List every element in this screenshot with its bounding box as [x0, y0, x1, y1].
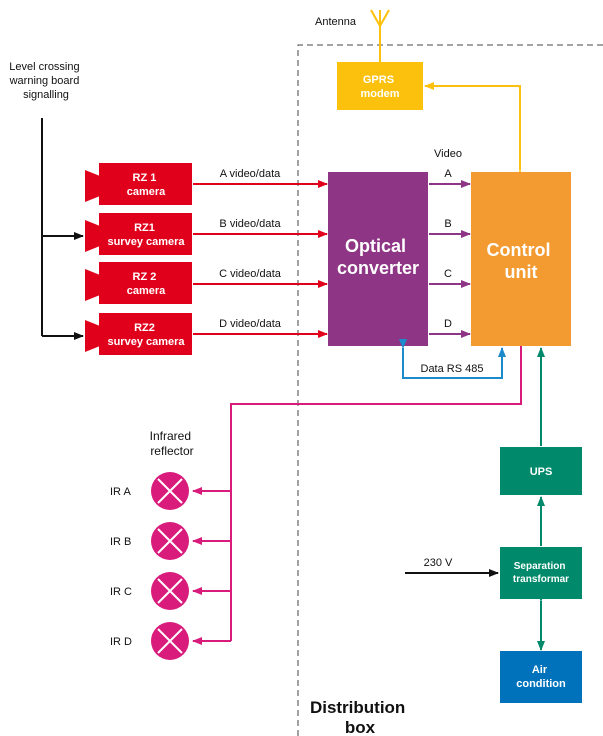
video-port-c: C	[444, 268, 452, 280]
level-crossing-label-line1: Level crossing	[9, 61, 79, 73]
camera-rz2-survey-label-line2: survey camera	[107, 336, 185, 348]
svg-text:RZ1 survey camera: RZ1 survey camera	[107, 222, 185, 248]
camera-links	[193, 180, 328, 338]
video-label: Video	[434, 148, 462, 160]
camera-rz2-label-line1: RZ 2	[133, 271, 157, 283]
camera-icon	[85, 269, 100, 301]
optical-converter-label-line2: converter	[337, 258, 419, 278]
optical-converter-label-line1: Optical	[345, 236, 406, 256]
air-condition-label-line2: condition	[516, 678, 566, 690]
ir-reflector-b: IR B	[110, 522, 189, 560]
air-condition-label-line1: Air	[532, 664, 548, 676]
camera-rz2-survey-label-line1: RZ2	[134, 322, 155, 334]
control-unit-block	[471, 172, 571, 346]
level-crossing-label-line2: warning board	[9, 75, 80, 87]
camera-rz1-survey-label-line2: survey camera	[107, 236, 185, 248]
camera-rz2-survey: RZ2 survey camera	[85, 313, 192, 355]
camera-rz2: RZ 2 camera	[85, 262, 192, 304]
ir-reflector-d: IR D	[110, 622, 189, 660]
link-b-label: B video/data	[219, 218, 281, 230]
video-links	[429, 180, 471, 338]
level-crossing-label-line3: signalling	[23, 89, 69, 101]
ir-reflector-label-line1: Infrared	[150, 429, 191, 443]
gprs-modem-label-line2: modem	[360, 88, 399, 100]
ir-b-label: IR B	[110, 536, 131, 548]
ir-reflector-c: IR C	[110, 572, 189, 610]
svg-text:Air condition: Air condition	[516, 664, 566, 690]
svg-text:Distribution box: Distribution box	[310, 698, 410, 736]
video-port-b: B	[444, 218, 451, 230]
link-d-label: D video/data	[219, 318, 282, 330]
camera-icon	[85, 170, 100, 202]
separation-transformer-block	[500, 547, 582, 599]
distribution-box-label-line1: Distribution	[310, 698, 405, 717]
svg-text:GPRS modem: GPRS modem	[360, 74, 399, 100]
ir-feed-line	[230, 346, 522, 641]
antenna-label: Antenna	[315, 16, 357, 28]
video-port-a: A	[444, 168, 452, 180]
rs485-label: Data RS 485	[421, 363, 484, 375]
svg-text:Level crossing warning boa: Level crossing warning board signalling	[9, 61, 83, 101]
distribution-box-boundary	[297, 44, 603, 736]
camera-body	[99, 262, 192, 304]
camera-rz1: RZ 1 camera	[85, 163, 192, 205]
camera-body	[99, 313, 192, 355]
ir-c-label: IR C	[110, 586, 132, 598]
camera-rz2-label-line2: camera	[127, 285, 166, 297]
camera-body	[99, 213, 192, 255]
svg-text:Infrared reflector: Infrared reflector	[150, 429, 195, 458]
link-a-label: A video/data	[220, 168, 281, 180]
camera-rz1-label-line1: RZ 1	[133, 172, 157, 184]
svg-text:RZ2 survey camera: RZ2 survey camera	[107, 322, 185, 348]
ir-d-label: IR D	[110, 636, 132, 648]
ir-branches	[192, 487, 231, 645]
camera-rz1-survey: RZ1 survey camera	[85, 213, 192, 255]
optical-converter-block	[328, 172, 428, 346]
control-unit-label-line2: unit	[505, 262, 538, 282]
svg-text:RZ 1 camera: RZ 1 camera	[127, 172, 166, 198]
camera-body	[99, 163, 192, 205]
link-c-label: C video/data	[219, 268, 282, 280]
svg-text:RZ 2 camera: RZ 2 camera	[127, 271, 166, 297]
gprs-modem-block	[337, 62, 423, 110]
air-condition-block	[500, 651, 582, 703]
ups-block	[500, 447, 582, 495]
transformer-label-line2: transformar	[513, 574, 569, 585]
gprs-control-link	[424, 82, 524, 179]
rs485-link	[399, 339, 506, 379]
ir-a-label: IR A	[110, 486, 131, 498]
control-unit-label-line1: Control	[487, 240, 551, 260]
transformer-label-line1: Separation	[514, 561, 566, 572]
camera-rz1-label-line2: camera	[127, 186, 166, 198]
antenna-icon	[370, 9, 390, 62]
svg-text:Control unit: Control unit	[487, 240, 556, 282]
gprs-modem-label-line1: GPRS	[363, 74, 394, 86]
svg-text:Separation transformar: Separation transformar	[513, 561, 569, 585]
camera-rz1-survey-label-line1: RZ1	[134, 222, 155, 234]
video-port-d: D	[444, 318, 452, 330]
svg-text:Optical converter: Optical converter	[337, 236, 419, 278]
ir-reflector-label-line2: reflector	[150, 444, 193, 458]
ups-label: UPS	[530, 466, 553, 478]
distribution-box-label-line2: box	[345, 718, 376, 736]
camera-icon	[85, 320, 100, 352]
ir-reflector-a: IR A	[110, 472, 189, 510]
camera-icon	[85, 220, 100, 252]
input-230v-label: 230 V	[424, 557, 453, 569]
